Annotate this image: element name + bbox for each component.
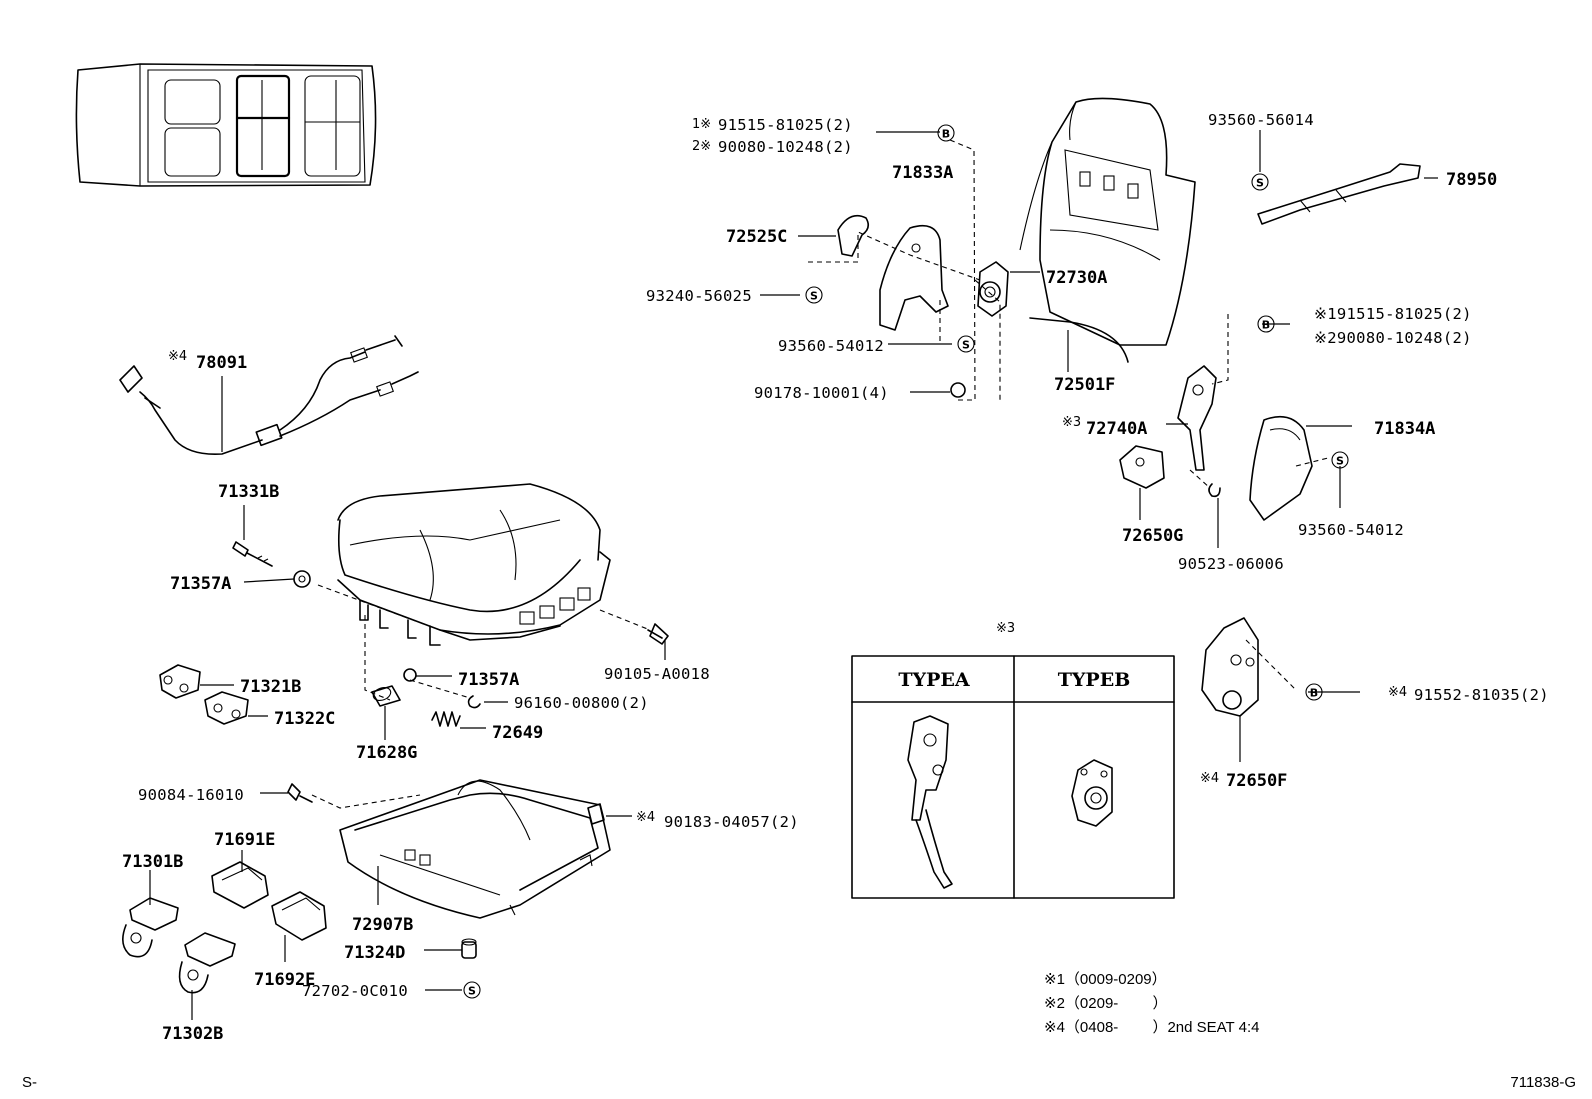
dashed-connection-lines	[311, 139, 1329, 809]
type-b-header: TYPEB	[1058, 669, 1131, 691]
part-label-93240-56025: 93240-56025	[646, 287, 752, 305]
seat-cushion-frame	[337, 483, 611, 646]
type-variant-table: ※3 TYPEA TYPEB	[851, 621, 1175, 899]
seat-back-assembly	[837, 97, 1421, 717]
wire-harness-78091	[119, 335, 419, 456]
note-line-3: ※4（0408- ）2nd SEAT 4:4	[1044, 1019, 1259, 1036]
part-label-72650f: 72650F	[1226, 771, 1287, 791]
svg-text:S: S	[1256, 177, 1264, 190]
figure-code: 711838-G	[1510, 1074, 1576, 1091]
part-label-71324d: 71324D	[344, 943, 405, 963]
note-mark-90080-top: 2※	[692, 139, 711, 154]
part-label-71331b: 71331B	[218, 482, 279, 502]
part-label-71357a-upper: 71357A	[170, 574, 231, 594]
part-label-72740a: 72740A	[1086, 419, 1147, 439]
part-label-72702-0c010: 72702-0C010	[302, 982, 408, 1000]
part-label-93560-54012-left: 93560-54012	[778, 337, 884, 355]
svg-text:B: B	[1262, 319, 1270, 332]
part-label-90080-10248-top: 90080-10248(2)	[718, 138, 853, 156]
part-label-71321b: 71321B	[240, 677, 301, 697]
screw-symbol-s-93560-56014: S	[1251, 173, 1269, 191]
vehicle-locator-illustration	[75, 63, 377, 187]
applicability-notes: ※1（0009-0209） ※2（0209- ） ※4（0408- ）2nd S…	[1044, 971, 1259, 1036]
part-label-71357a-lower: 71357A	[458, 670, 519, 690]
part-number-labels: ※4 78091 71331B 71357A 71321B 71322C 713…	[122, 111, 1549, 1044]
note-mark-90183: ※4	[636, 810, 655, 825]
leader-lines	[149, 130, 1438, 1020]
part-label-90178-10001: 90178-10001(4)	[754, 384, 889, 402]
svg-text:B: B	[1310, 687, 1318, 700]
part-label-90084-16010: 90084-16010	[138, 786, 244, 804]
part-label-93560-54012-right: 93560-54012	[1298, 521, 1404, 539]
seat-under-tray	[339, 779, 611, 919]
part-label-72649: 72649	[492, 723, 543, 743]
part-label-90105-a0018: 90105-A0018	[604, 665, 710, 683]
part-label-71692e: 71692E	[254, 970, 315, 990]
part-label-71301b: 71301B	[122, 852, 183, 872]
svg-text:S: S	[1336, 455, 1344, 468]
part-label-72650g: 72650G	[1122, 526, 1183, 546]
type-table-mark: ※3	[996, 621, 1015, 636]
part-label-91515-81025-top: 91515-81025(2)	[718, 116, 853, 134]
svg-text:S: S	[810, 290, 818, 303]
svg-text:S: S	[962, 339, 970, 352]
part-label-290080-10248: ※290080-10248(2)	[1314, 329, 1472, 347]
part-label-72501f: 72501F	[1054, 375, 1115, 395]
type-b-mechanism-illustration	[1071, 759, 1113, 827]
type-a-header: TYPEA	[898, 669, 969, 691]
note-line-2: ※2（0209- ）	[1044, 995, 1167, 1012]
part-label-78091: 78091	[196, 353, 247, 373]
part-label-71834a: 71834A	[1374, 419, 1435, 439]
note-line-1: ※1（0009-0209）	[1044, 971, 1167, 988]
part-label-71691e: 71691E	[214, 830, 275, 850]
part-label-91552-81035: 91552-81035(2)	[1414, 686, 1549, 704]
svg-text:B: B	[942, 128, 950, 141]
part-label-71833a: 71833A	[892, 163, 953, 183]
part-label-71628g: 71628G	[356, 743, 417, 763]
fastener-symbols: B B B S S S S S	[463, 124, 1349, 999]
note-mark-91552: ※4	[1388, 685, 1407, 700]
bolt-symbol-b-lower: B	[1305, 683, 1323, 701]
part-label-71322c: 71322C	[274, 709, 335, 729]
note-mark-72740a: ※3	[1062, 415, 1081, 430]
part-label-71302b: 71302B	[162, 1024, 223, 1044]
note-mark-72650f: ※4	[1200, 771, 1219, 786]
part-label-72525c: 72525C	[726, 227, 787, 247]
type-a-mechanism-illustration	[907, 715, 953, 889]
part-label-72907b: 72907B	[352, 915, 413, 935]
bolt-symbol-b-right: B	[1257, 315, 1275, 333]
screw-symbol-s-93560-right: S	[1331, 451, 1349, 469]
note-mark-78091: ※4	[168, 349, 187, 364]
bolt-symbol-b-top: B	[937, 124, 955, 142]
note-mark-91515-top: 1※	[692, 117, 711, 132]
part-label-191515-81025: ※191515-81025(2)	[1314, 305, 1472, 323]
screw-symbol-s-93240: S	[805, 286, 823, 304]
part-label-90183-04057: 90183-04057(2)	[664, 813, 799, 831]
svg-text:S: S	[468, 985, 476, 998]
part-label-96160-00800: 96160-00800(2)	[514, 694, 649, 712]
screw-symbol-s-93560-left: S	[957, 335, 975, 353]
corner-code-left: S-	[22, 1074, 37, 1091]
part-label-90523-06006: 90523-06006	[1178, 555, 1284, 573]
part-label-72730a: 72730A	[1046, 268, 1107, 288]
screw-symbol-s-72702: S	[463, 981, 481, 999]
part-label-93560-56014: 93560-56014	[1208, 111, 1314, 129]
part-label-78950: 78950	[1446, 170, 1497, 190]
